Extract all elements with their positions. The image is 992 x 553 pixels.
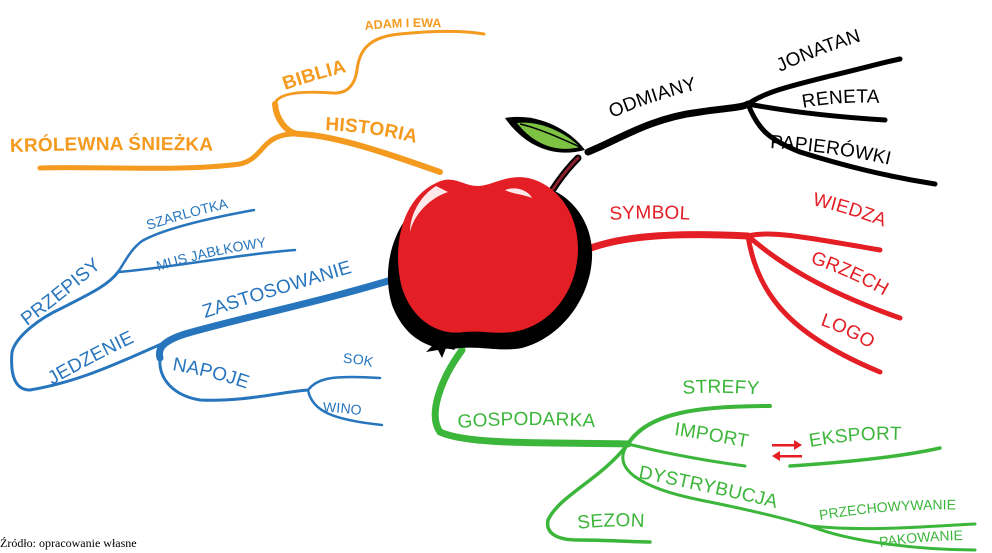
node-wino: WINO: [323, 399, 363, 418]
branch-symbol: [571, 231, 903, 375]
node-szarlotka: SZARLOTKA: [144, 195, 230, 233]
exchange-arrows-icon: [772, 440, 802, 461]
node-reneta: RENETA: [800, 87, 880, 113]
node-strefy: STREFY: [682, 377, 760, 400]
node-napoje: NAPOJE: [171, 354, 252, 393]
node-symbol: SYMBOL: [609, 202, 691, 225]
node-krolewna-sniezka: KRÓLEWNA ŚNIEŻKA: [10, 133, 214, 157]
node-eksport: EKSPORT: [807, 424, 902, 452]
node-sezon: SEZON: [576, 510, 645, 534]
source-note: Źródło: opracowanie własne: [0, 536, 137, 550]
node-sok: SOK: [343, 350, 376, 370]
node-wiedza: WIEDZA: [811, 189, 890, 231]
node-import: IMPORT: [673, 419, 750, 452]
apple-icon: [387, 116, 593, 358]
branch-zastosowanie: [10, 208, 402, 427]
node-grzech: GRZECH: [808, 248, 892, 300]
node-adam-i-ewa: ADAM I EWA: [364, 16, 442, 33]
branch-gospodarka: [431, 346, 977, 552]
node-przechowywanie: PRZECHOWYWANIE: [818, 496, 956, 523]
node-jedzenie: JEDZENIE: [44, 327, 137, 389]
node-papierowki: PAPIERÓWKI: [770, 132, 893, 170]
node-biblia: BIBLIA: [280, 56, 348, 94]
branch-historia: [37, 29, 486, 175]
node-gospodarka: GOSPODARKA: [457, 409, 596, 433]
branch-odmiany: [584, 56, 938, 187]
